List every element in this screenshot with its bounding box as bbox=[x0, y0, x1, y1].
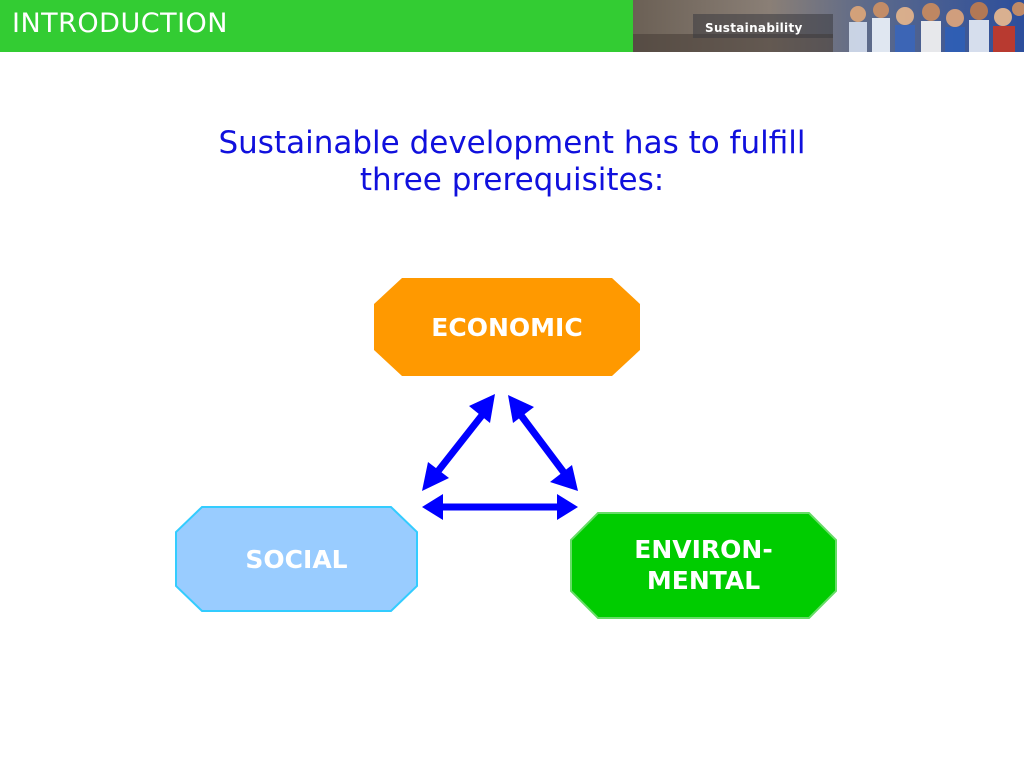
social-label: SOCIAL bbox=[245, 544, 348, 574]
economic-label: ECONOMIC bbox=[431, 312, 583, 342]
environmental-node-shape bbox=[570, 512, 837, 619]
header-title: INTRODUCTION bbox=[12, 8, 228, 39]
social-node-shape bbox=[175, 506, 418, 612]
header-bar: INTRODUCTION bbox=[0, 0, 633, 52]
header-photo-banner: Sustainability bbox=[633, 0, 1024, 52]
arrow-head-economic-left bbox=[469, 394, 495, 423]
economic-node-shape bbox=[374, 278, 640, 376]
arrow-head-economic-right bbox=[508, 395, 534, 423]
social-node: SOCIAL bbox=[175, 506, 418, 612]
arrow-economic-social-line bbox=[432, 411, 486, 478]
economic-node: ECONOMIC bbox=[374, 278, 640, 376]
subtitle-line-2: three prerequisites: bbox=[359, 162, 665, 198]
arrow-head-horizontal-right bbox=[557, 494, 578, 520]
slide-subtitle: Sustainable development has to fulfill t… bbox=[100, 125, 924, 199]
environmental-label-line-2: MENTAL bbox=[646, 566, 761, 595]
environmental-node: ENVIRON- MENTAL bbox=[570, 512, 837, 618]
arrow-head-horizontal-left bbox=[422, 494, 443, 520]
arrow-head-social bbox=[422, 462, 449, 491]
crowd-photo-image bbox=[633, 0, 1024, 52]
photo-label: Sustainability bbox=[705, 21, 803, 35]
arrow-economic-environmental-line bbox=[517, 411, 568, 477]
subtitle-line-1: Sustainable development has to fulfill bbox=[218, 125, 806, 161]
environmental-label-line-1: ENVIRON- bbox=[634, 535, 773, 564]
arrow-head-environmental bbox=[550, 465, 578, 491]
crowd-people bbox=[849, 2, 1024, 52]
